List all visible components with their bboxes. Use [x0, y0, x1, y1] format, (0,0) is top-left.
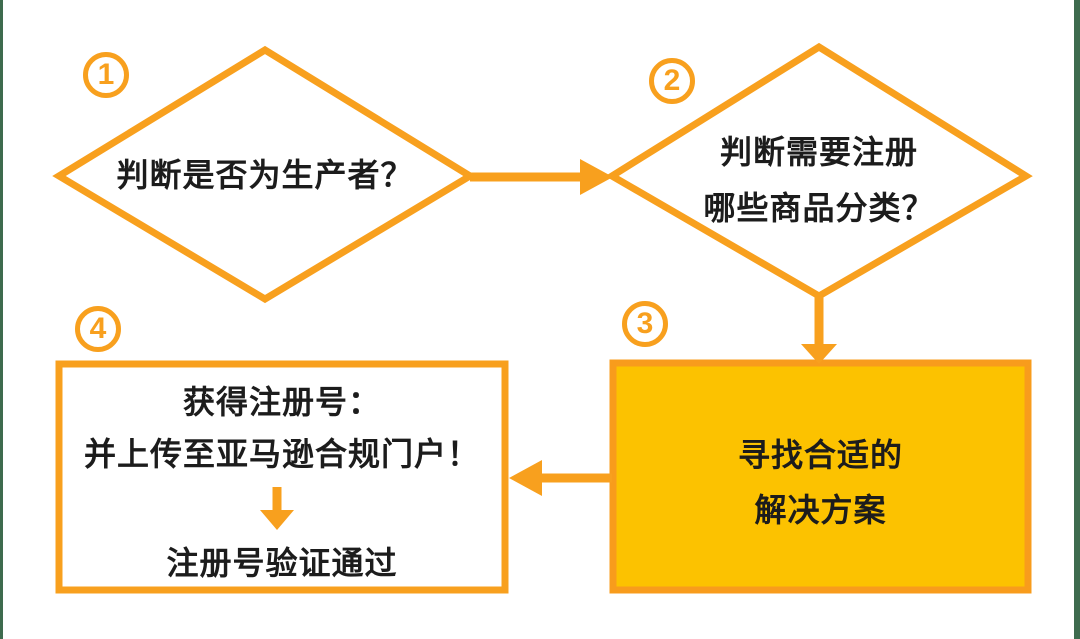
step4-badge-number: 4: [89, 312, 107, 345]
step4-label-line3: 注册号验证通过: [166, 545, 398, 581]
step3-label-line1: 寻找合适的: [737, 437, 903, 473]
step1-diamond-shape: [52, 45, 477, 304]
step1-label: 判断是否为生产者？: [116, 157, 414, 193]
step3-badge: 3: [622, 301, 668, 347]
step3-badge-number: 3: [636, 307, 654, 340]
step4-label-line2: 并上传至亚马逊合规门户！: [83, 436, 480, 472]
step2-label-line2: 哪些商品分类？: [703, 190, 935, 226]
arrow-right-icon: [470, 159, 613, 195]
step1-badge-number: 1: [97, 58, 115, 91]
arrow-left-icon: [509, 460, 612, 496]
step2-badge-number: 2: [663, 64, 681, 97]
step2-label: 判断需要注册 哪些商品分类？: [619, 124, 1019, 236]
step4-badge: 4: [75, 306, 121, 352]
step3-label: 寻找合适的 解决方案: [613, 428, 1028, 538]
step4-label-line1: 获得注册号：: [182, 384, 381, 420]
step2-label-line1: 判断需要注册: [719, 134, 918, 170]
step2-badge: 2: [649, 58, 695, 104]
arrow-down-icon: [801, 296, 837, 364]
step4-box-shape: [55, 360, 509, 594]
arrow-down-small-icon: [260, 487, 294, 530]
left-edge-strip: [0, 0, 3, 639]
right-edge-strip: [1074, 0, 1080, 639]
step1-badge: 1: [83, 52, 129, 98]
step3-label-line2: 解决方案: [754, 492, 887, 528]
step3-box-shape: [609, 359, 1032, 594]
